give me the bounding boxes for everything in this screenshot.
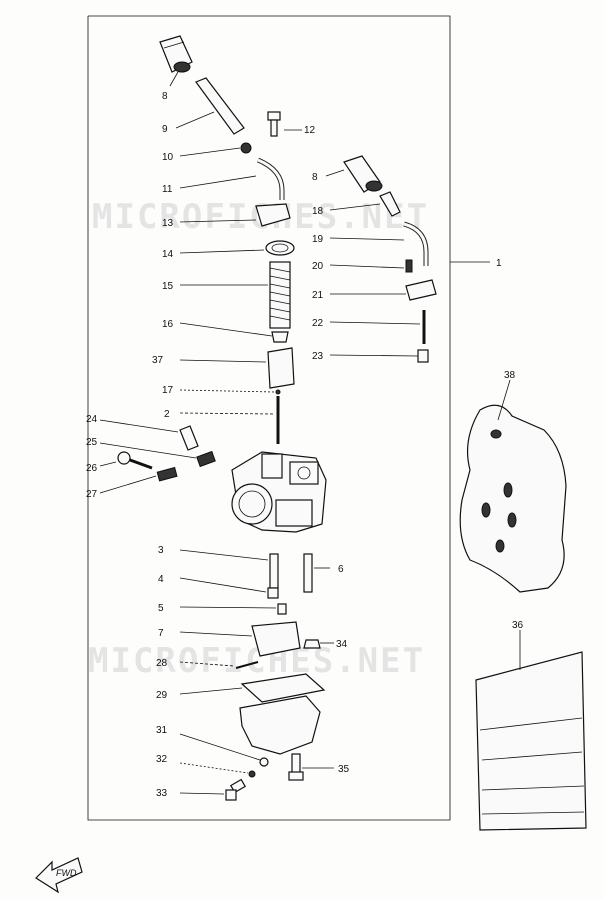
part-24-screw — [179, 425, 199, 451]
callout-7: 7 — [158, 628, 164, 639]
callout-38: 38 — [504, 370, 516, 381]
part-37-throttle-valve — [267, 347, 295, 389]
part-20-screw — [405, 259, 413, 273]
callout-20: 20 — [312, 261, 324, 272]
part-8-cap-left — [159, 35, 193, 73]
callout-19: 19 — [312, 234, 324, 245]
part-14-gasket — [265, 240, 295, 256]
callout-26: 26 — [86, 463, 98, 474]
part-4-holder — [267, 587, 279, 599]
part-29-gasket — [240, 673, 326, 703]
part-23-plunger — [417, 349, 429, 363]
callout-16: 16 — [162, 319, 174, 330]
part-6-pilot-jet — [303, 553, 313, 593]
callout-14: 14 — [162, 249, 174, 260]
callout-11: 11 — [162, 184, 173, 195]
part-5-washer — [277, 603, 287, 615]
callout-23: 23 — [312, 351, 324, 362]
callout-4: 4 — [158, 574, 164, 585]
assembly-frame — [87, 15, 451, 821]
callout-29: 29 — [156, 690, 168, 701]
callout-15: 15 — [162, 281, 174, 292]
callout-3: 3 — [158, 545, 164, 556]
svg-text:FWD: FWD — [56, 868, 77, 878]
callout-31: 31 — [156, 725, 168, 736]
float-chamber — [239, 695, 321, 755]
part-26-pilot-screw — [117, 451, 153, 470]
callout-13: 13 — [162, 218, 174, 229]
callout-2: 2 — [164, 409, 170, 420]
callout-8-right: 8 — [312, 172, 318, 183]
callout-5: 5 — [158, 603, 164, 614]
callout-35: 35 — [338, 764, 350, 775]
callout-24: 24 — [86, 414, 98, 425]
callout-8-left: 8 — [162, 91, 168, 102]
callout-34: 34 — [336, 639, 348, 650]
callout-1: 1 — [496, 258, 502, 269]
part-36-gasket-set — [475, 651, 587, 831]
callout-9: 9 — [162, 124, 168, 135]
part-9-tube — [195, 77, 245, 135]
callout-21: 21 — [312, 290, 324, 301]
callout-10: 10 — [162, 152, 174, 163]
part-34-needle-valve — [303, 639, 321, 649]
part-33-drain-screw — [225, 778, 247, 801]
watermark-bottom: MICROFICHES.NET — [88, 641, 425, 681]
callout-17: 17 — [162, 385, 174, 396]
carburetor-body — [231, 451, 327, 533]
forward-direction-arrow: FWD — [35, 857, 83, 894]
callout-36: 36 — [512, 620, 524, 631]
part-7-float — [251, 621, 301, 657]
part-32-washer — [248, 770, 256, 778]
part-31-o-ring — [259, 757, 269, 767]
part-12-screw — [267, 111, 281, 137]
callout-6: 6 — [338, 564, 344, 575]
callout-22: 22 — [312, 318, 324, 329]
callout-12: 12 — [304, 125, 316, 136]
callout-32: 32 — [156, 754, 168, 765]
callout-labels: 8 9 10 11 12 13 14 15 16 37 17 2 24 25 2… — [86, 91, 524, 799]
part-10-washer — [240, 142, 252, 154]
part-13-cable-plate — [255, 203, 291, 227]
callout-25: 25 — [86, 437, 98, 448]
callout-27: 27 — [86, 489, 98, 500]
callout-18: 18 — [312, 206, 324, 217]
callout-37: 37 — [152, 355, 164, 366]
callout-33: 33 — [156, 788, 168, 799]
part-38-heat-shield — [459, 404, 567, 593]
part-3-main-jet — [269, 553, 279, 589]
part-27-spring — [156, 466, 178, 482]
part-17-clip — [275, 389, 281, 395]
part-28-pin — [235, 661, 259, 669]
part-15-spring — [269, 261, 291, 329]
part-16-retainer — [271, 331, 289, 343]
part-25-spring — [196, 450, 216, 468]
part-18-adjuster — [379, 191, 401, 217]
part-8-cap-right — [343, 155, 383, 193]
callout-28: 28 — [156, 658, 168, 669]
part-21-holder — [405, 279, 437, 301]
part-35-screw — [288, 753, 304, 781]
